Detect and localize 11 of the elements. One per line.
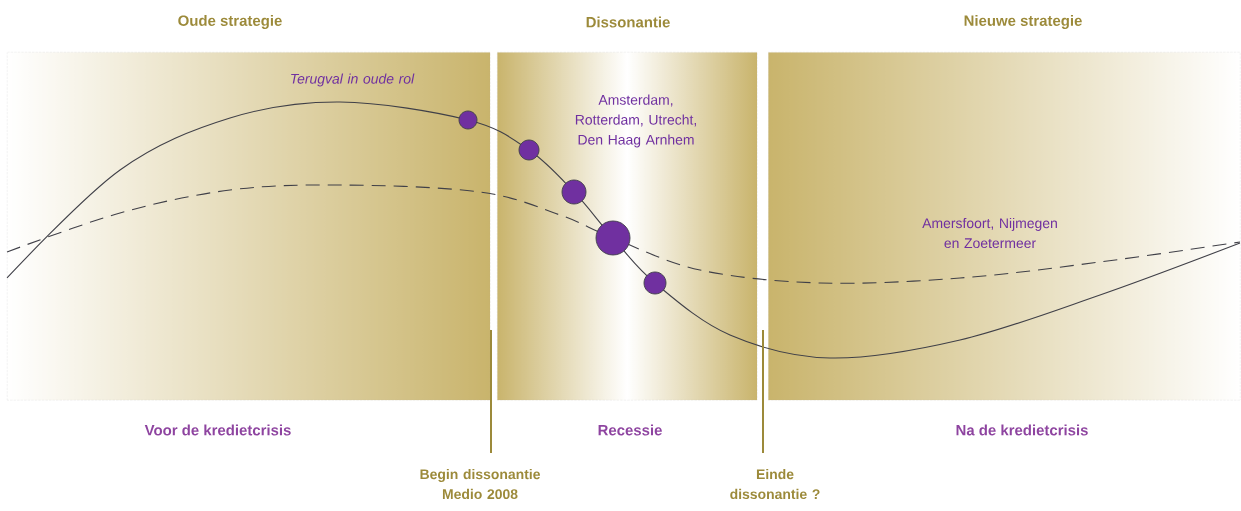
- panel-heading: Oude strategie: [178, 15, 282, 29]
- panel-heading: Dissonantie: [586, 16, 670, 28]
- panel-heading: Nieuwe strategie: [964, 15, 1082, 29]
- annotation-text: Terugval in oude rol: [291, 73, 415, 87]
- marker-label: Einde dissonantie ?: [730, 468, 820, 500]
- marker-label: Begin dissonantie Medio 2008: [420, 468, 540, 500]
- panel-caption: Voor de kredietcrisis: [144, 424, 291, 436]
- panel-caption: Na de kredietcrisis: [956, 424, 1088, 436]
- city-list: Amersfoort, Nijmegen en Zoetermeer: [922, 217, 1057, 249]
- city-list: Amsterdam, Rotterdam, Utrecht, Den Haag Arnhem: [575, 94, 696, 148]
- panel-caption: Recessie: [598, 424, 662, 436]
